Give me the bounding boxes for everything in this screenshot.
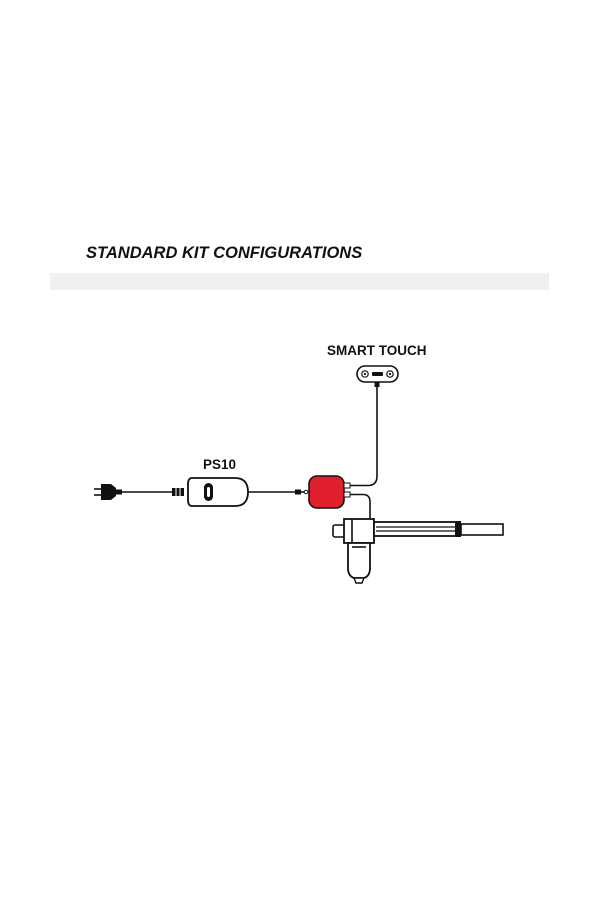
section-title: STANDARD KIT CONFIGURATIONS [86, 244, 363, 262]
cable-actuator [350, 493, 371, 519]
connector-dc-icon [295, 489, 309, 495]
section-divider-band [50, 273, 549, 290]
smart-touch-label: SMART TOUCH [327, 343, 427, 358]
actuator-icon [332, 518, 504, 584]
handset-icon [356, 365, 399, 387]
power-supply-icon [172, 477, 249, 507]
plug-icon [94, 484, 122, 500]
ps10-label: PS10 [203, 457, 236, 472]
control-box-icon [308, 475, 351, 509]
cable-handset [350, 386, 378, 487]
